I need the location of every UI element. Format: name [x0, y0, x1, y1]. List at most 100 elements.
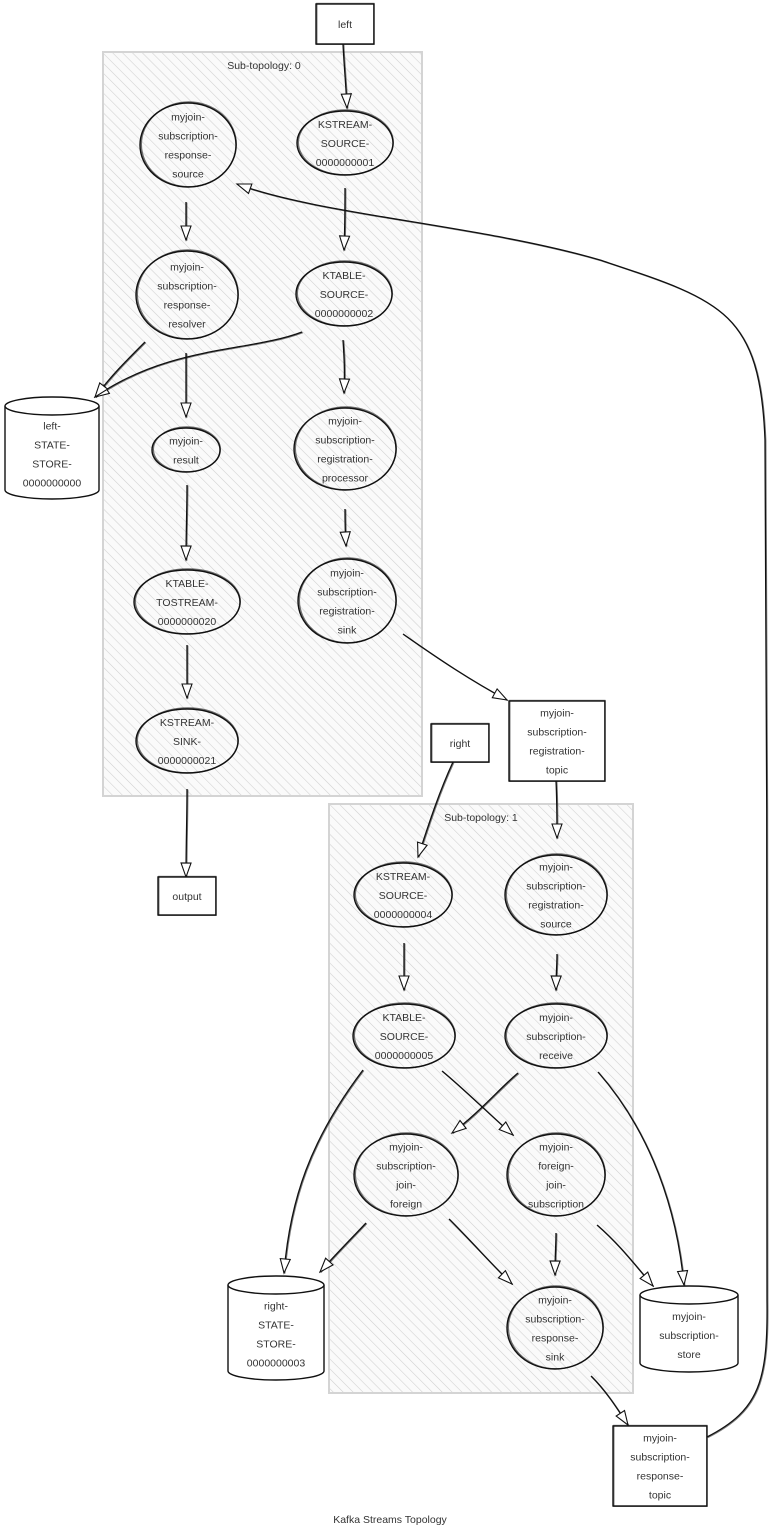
edge-join_result-to-ktable_tostream [180, 484, 192, 562]
node-label-line: output [172, 891, 201, 903]
node-label-line: myjoin- [171, 112, 205, 124]
topic-box-sketch [431, 722, 490, 763]
processor-ellipse-sketch [354, 1132, 459, 1217]
processor-ktable-src5[interactable]: KTABLE-SOURCE-0000000005 [352, 1002, 456, 1069]
store-top [227, 1275, 325, 1295]
node-label-line: myjoin- [328, 416, 362, 428]
node-label-line: KSTREAM- [376, 871, 431, 883]
processor-reg-processor[interactable]: myjoin-subscription-registration-process… [293, 406, 397, 491]
processor-ellipse-sketch [152, 426, 222, 473]
node-label-line: 0000000003 [247, 1358, 306, 1370]
node-label-line: registration- [529, 746, 585, 758]
node-label-line: 0000000004 [374, 909, 433, 921]
node-label-line: 0000000021 [158, 755, 217, 767]
processor-kstream-src1[interactable]: KSTREAM-SOURCE-0000000001 [296, 109, 394, 176]
edge-topic_resp-to-resp_source [235, 183, 769, 1439]
edge-ktable_src2-to-reg_processor [338, 339, 351, 395]
edge-resp_sink-to-topic_resp [590, 1375, 630, 1427]
processor-join-foreign[interactable]: myjoin-subscription-join-foreign [353, 1132, 459, 1217]
arrowhead [235, 183, 253, 195]
subtopology-1: Sub-topology: 1 [328, 803, 634, 1394]
edge-topic_reg-to-reg_source [551, 780, 563, 840]
node-label-line: KTABLE- [383, 1012, 426, 1024]
node-label-line: registration- [528, 900, 584, 912]
processor-ellipse-sketch [507, 1285, 604, 1370]
node-label-line: left [338, 19, 352, 31]
processor-ktable-src2[interactable]: KTABLE-SOURCE-0000000002 [295, 260, 393, 327]
arrowhead [676, 1269, 689, 1287]
nodes: left right output myjoin-subscription-regis… [4, 2, 739, 1508]
processor-reg-source[interactable]: myjoin-subscription-registration-source [504, 853, 608, 936]
node-label-line: STORE- [256, 1339, 296, 1351]
processor-resp-sink[interactable]: myjoin-subscription-response-sink [506, 1285, 604, 1370]
node-label-line: subscription- [527, 727, 587, 739]
node-label-line: right- [264, 1301, 288, 1313]
topic-box-sketch [509, 699, 606, 783]
state-store-sub-store[interactable]: myjoin-subscription-store [639, 1285, 739, 1373]
node-label-line: 0000000000 [23, 478, 82, 490]
edge-line-sketch [598, 1072, 686, 1286]
subtopology-0-title: Sub-topology: 0 [227, 60, 301, 72]
topic-topic-reg[interactable]: myjoin-subscription-registration-topic [508, 699, 606, 783]
processor-resp-source[interactable]: myjoin-subscription-response-source [139, 101, 238, 188]
processor-ellipse-sketch [294, 406, 397, 491]
edge-sub_receive-to-join_foreign [450, 1072, 520, 1135]
topic-box-sketch [316, 2, 375, 45]
node-label-line: myjoin- [389, 1142, 423, 1154]
edge-foreign_join_sub-to-resp_sink [549, 1232, 561, 1277]
node-label-line: receive [539, 1050, 573, 1062]
state-store-right-store[interactable]: right-STATE-STORE-0000000003 [227, 1275, 325, 1381]
arrowhead [417, 841, 428, 859]
arrowhead [639, 1271, 655, 1288]
processor-resp-resolver[interactable]: myjoin-subscription-response-resolver [135, 249, 240, 340]
processor-ktable-tostream[interactable]: KTABLE-TOSTREAM-0000000020 [133, 568, 242, 635]
arrowhead [497, 1269, 514, 1286]
store-body [639, 1295, 739, 1373]
node-label-line: join- [395, 1180, 416, 1192]
node-label-line: resolver [168, 319, 206, 331]
arrowhead [491, 687, 509, 701]
node-label-line: SOURCE- [321, 138, 370, 150]
processor-ellipse-sketch [297, 109, 394, 176]
processor-foreign-join-sub[interactable]: myjoin-foreign-join-subscription [506, 1132, 606, 1217]
processor-join-result[interactable]: myjoin-result [151, 426, 222, 473]
node-label-line: myjoin- [170, 262, 204, 274]
store-top [4, 396, 100, 416]
node-label-line: KSTREAM- [160, 717, 215, 729]
state-store-left-store[interactable]: left-STATE-STORE-0000000000 [4, 396, 100, 500]
edge-ktable_src5-to-foreign_join_sub [441, 1070, 515, 1137]
node-label-line: source [172, 169, 204, 181]
node-label-line: response- [637, 1471, 684, 1483]
topic-box-sketch [158, 875, 217, 916]
node-label-line: store [677, 1349, 701, 1361]
processor-reg-sink[interactable]: myjoin-subscription-registration-sink [297, 557, 397, 644]
arrowhead [450, 1119, 468, 1135]
node-label-line: subscription [528, 1199, 584, 1211]
topic-topic-resp[interactable]: myjoin-subscription-response-topic [612, 1424, 708, 1508]
topic-topic-left[interactable]: left [315, 2, 375, 45]
edge-resp_source-to-resp_resolver [180, 202, 192, 242]
arrowhead [180, 225, 192, 242]
arrowhead [279, 1257, 292, 1275]
store-top [639, 1285, 739, 1305]
arrowhead [180, 545, 192, 562]
edge-line-sketch [95, 331, 304, 399]
subtopology-1-title: Sub-topology: 1 [444, 812, 518, 824]
node-label-line: 0000000001 [316, 157, 375, 169]
edge-topic_right-to-kstream_src4 [417, 761, 455, 859]
edge-line-sketch [284, 1070, 365, 1274]
topic-topic-output[interactable]: output [157, 875, 217, 916]
processor-sub-receive[interactable]: myjoin-subscription-receive [504, 1002, 608, 1069]
topic-topic-right[interactable]: right [430, 722, 490, 763]
processor-ellipse-sketch [136, 707, 240, 774]
store-body-fill [228, 1285, 324, 1380]
node-label-line: subscription- [659, 1330, 719, 1342]
processor-kstream-src4[interactable]: KSTREAM-SOURCE-0000000004 [353, 861, 453, 928]
edge-reg_sink-to-topic_reg [402, 633, 509, 702]
processor-kstream-sink[interactable]: KSTREAM-SINK-0000000021 [135, 707, 240, 774]
store-body [227, 1285, 325, 1381]
processor-ellipse-sketch [140, 101, 238, 188]
arrowhead [550, 975, 562, 992]
node-label-line: response- [532, 1333, 579, 1345]
